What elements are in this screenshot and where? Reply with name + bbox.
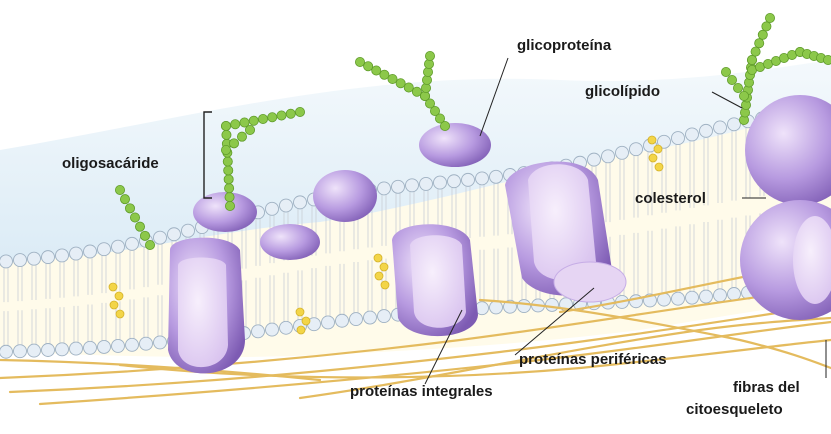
phospholipid-head (280, 199, 293, 212)
phospholipid-head (350, 313, 363, 326)
phospholipid-head (700, 290, 713, 303)
phospholipid-head (280, 321, 293, 334)
surface-protein (260, 224, 320, 260)
phospholipid-head (84, 341, 97, 354)
phospholipid-head (42, 251, 55, 264)
phospholipid-head (420, 177, 433, 190)
phospholipid-head (112, 240, 125, 253)
phospholipid-head (378, 310, 391, 323)
phospholipid-head (0, 345, 13, 358)
phospholipid-head (434, 176, 447, 189)
phospholipid-head (0, 255, 13, 268)
phospholipid-head (518, 300, 531, 313)
label-fibras-line2: citoesqueleto (686, 401, 783, 418)
label-glicolipido: glicolípido (585, 83, 660, 100)
label-glicoproteina: glicoproteína (517, 37, 612, 54)
phospholipid-head (336, 314, 349, 327)
phospholipid-head (266, 323, 279, 336)
phospholipid-head (700, 124, 713, 137)
phospholipid-head (252, 325, 265, 338)
phospholipid-head (672, 292, 685, 305)
phospholipid-head (266, 202, 279, 215)
phospholipid-head (126, 338, 139, 351)
phospholipid-head (490, 301, 503, 314)
phospholipid-head (154, 231, 167, 244)
glycoprotein-body (419, 123, 491, 167)
phospholipid-head (182, 224, 195, 237)
phospholipid-head (56, 343, 69, 356)
phospholipid-head (112, 339, 125, 352)
phospholipid-head (98, 243, 111, 256)
phospholipid-head (406, 179, 419, 192)
phospholipid-head (84, 245, 97, 258)
label-proteinas-integrales: proteínas integrales (350, 383, 493, 400)
label-colesterol: colesterol (635, 190, 706, 207)
label-oligosacaride: oligosacáride (62, 155, 159, 172)
integral-protein-channel (410, 235, 466, 328)
phospholipid-head (490, 170, 503, 183)
phospholipid-head (686, 291, 699, 304)
phospholipid-head (378, 182, 391, 195)
label-proteinas-perifericas: proteínas periféricas (519, 351, 667, 368)
phospholipid-head (588, 153, 601, 166)
phospholipid-head (294, 196, 307, 209)
phospholipid-head (728, 118, 741, 131)
phospholipid-head (658, 293, 671, 306)
phospholipid-head (630, 143, 643, 156)
phospholipid-head (616, 146, 629, 159)
phospholipid-head (14, 254, 27, 267)
phospholipid-head (98, 340, 111, 353)
phospholipid-head (168, 228, 181, 241)
label-fibras-line1: fibras del (733, 379, 800, 396)
integral-protein-channel (178, 258, 228, 368)
phospholipid-head (126, 237, 139, 250)
phospholipid-head (70, 247, 83, 260)
phospholipid-head (686, 128, 699, 141)
phospholipid-head (56, 249, 69, 262)
phospholipid-head (70, 342, 83, 355)
phospholipid-head (154, 336, 167, 349)
phospholipid-head (28, 344, 41, 357)
phospholipid-head (42, 343, 55, 356)
phospholipid-head (14, 345, 27, 358)
phospholipid-head (364, 311, 377, 324)
phospholipid-head (392, 180, 405, 193)
phospholipid-head (714, 289, 727, 302)
phospholipid-head (140, 337, 153, 350)
surface-protein (313, 170, 377, 222)
phospholipid-head (462, 173, 475, 186)
phospholipid-head (546, 298, 559, 311)
phospholipid-head (672, 132, 685, 145)
phospholipid-head (714, 121, 727, 134)
phospholipid-head (322, 316, 335, 329)
phospholipid-head (448, 175, 461, 188)
phospholipid-head (728, 287, 741, 300)
peripheral-protein (554, 262, 626, 302)
phospholipid-head (28, 252, 41, 265)
phospholipid-head (602, 150, 615, 163)
phospholipid-head (476, 172, 489, 185)
